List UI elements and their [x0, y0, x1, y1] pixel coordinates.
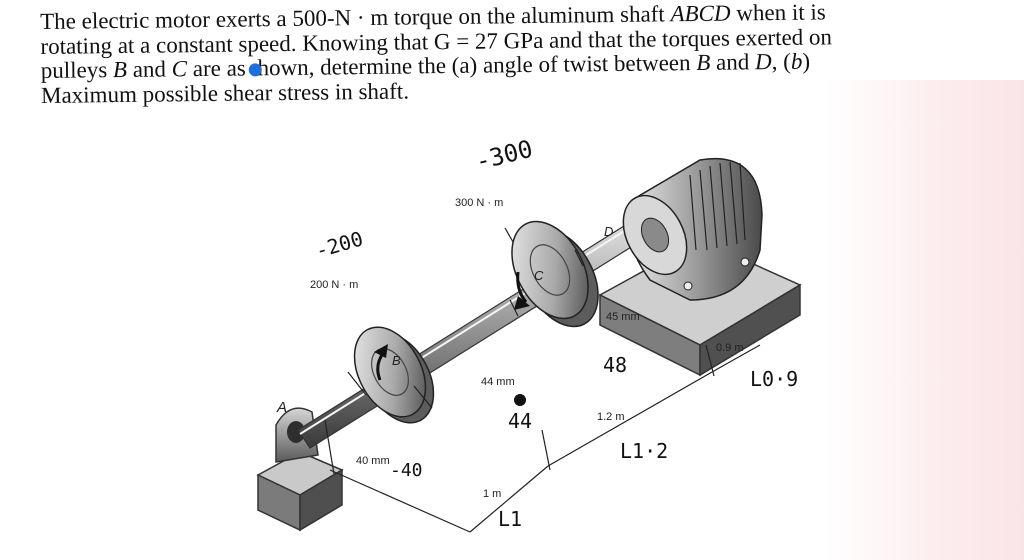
pulley-c	[511, 220, 599, 328]
torque-label-b: 200 N · m	[310, 279, 358, 291]
length-label-ab: 1 m	[483, 488, 501, 500]
label-c: C	[534, 268, 544, 283]
bearing-support-a	[256, 407, 344, 532]
diameter-label-cd: 45 mm	[606, 311, 640, 323]
handwritten-torque-b: -200	[313, 226, 366, 262]
torque-label-c: 300 N · m	[455, 197, 503, 209]
background-tint	[824, 80, 1024, 560]
label-a: A	[276, 399, 287, 416]
handwritten-diameter-bc: 44	[508, 409, 532, 433]
diameter-label-ab: 40 mm	[356, 455, 390, 467]
label-d: D	[604, 224, 613, 239]
pulley-b	[353, 326, 435, 424]
handwritten-length-ab: L1	[498, 507, 522, 531]
electric-motor	[598, 158, 802, 377]
diameter-label-bc: 44 mm	[481, 376, 515, 388]
label-b: B	[392, 353, 401, 368]
length-label-cd: 0.9 m	[716, 342, 744, 354]
handwritten-length-bc: L1·2	[620, 439, 668, 463]
handwritten-length-cd: L0·9	[750, 367, 798, 391]
ink-blot	[514, 394, 526, 406]
handwritten-diameter-ab: -40	[390, 460, 423, 481]
dimension-lines	[324, 227, 761, 533]
handwritten-torque-c: -300	[473, 135, 536, 176]
handwritten-diameter-cd: 48	[603, 353, 627, 377]
length-label-bc: 1.2 m	[597, 411, 625, 423]
